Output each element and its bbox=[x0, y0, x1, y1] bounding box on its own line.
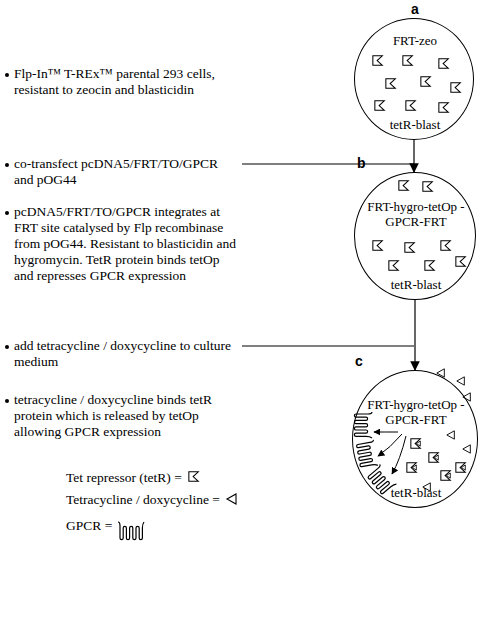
legend-symbol bbox=[186, 470, 202, 484]
expression-arrow bbox=[374, 432, 406, 474]
gene-construct: FRT-hygro-tetOp -GPCR-FRT bbox=[363, 199, 469, 229]
cell-circle: cFRT-hygro-tetOp -GPCR-FRTtetR-blast bbox=[352, 370, 478, 508]
step-arrow-line bbox=[242, 164, 414, 346]
gene-construct: tetR-blast bbox=[365, 117, 465, 132]
panel-letter: b bbox=[357, 155, 366, 171]
tetracycline bbox=[423, 369, 471, 491]
legend-row: Tet repressor (tetR) = bbox=[66, 470, 202, 486]
legend-text: Tet repressor (tetR) = bbox=[66, 470, 182, 485]
legend-row: Tetracycline / doxycycline = bbox=[66, 492, 240, 508]
tetr-protein bbox=[373, 56, 460, 112]
bullet-dot bbox=[5, 345, 9, 349]
gene-construct: tetR-blast bbox=[365, 485, 467, 500]
gene-construct: FRT-zeo bbox=[365, 33, 465, 48]
step-text: co-transfect pcDNA5/FRT/TO/GPCR and pOG4… bbox=[14, 156, 238, 188]
bullet-dot bbox=[5, 211, 9, 215]
step-text: tetracycline / doxycycline binds tetR pr… bbox=[14, 392, 238, 440]
gene-construct: tetR-blast bbox=[365, 277, 467, 292]
step-text: add tetracycline / doxycycline to cultur… bbox=[14, 338, 238, 370]
step-connector bbox=[414, 300, 415, 370]
bullet-dot bbox=[5, 399, 9, 403]
gene-construct: FRT-hygro-tetOp -GPCR-FRT bbox=[363, 397, 469, 427]
step-text: Flp-In™ T-REx™ parental 293 cells, resis… bbox=[14, 66, 238, 98]
panel-letter: a bbox=[411, 1, 419, 17]
step-connector bbox=[413, 140, 414, 172]
cell-circle: bFRT-hygro-tetOp -GPCR-FRTtetR-blast bbox=[354, 172, 476, 300]
panel-letter: c bbox=[355, 353, 363, 369]
cell-circle: aFRT-zeotetR-blast bbox=[354, 18, 474, 140]
legend-text: GPCR = bbox=[66, 518, 112, 533]
legend-symbol bbox=[224, 492, 240, 506]
legend-symbol bbox=[116, 514, 146, 544]
step-text: pcDNA5/FRT/TO/GPCR integrates at FRT sit… bbox=[14, 204, 238, 284]
legend-text: Tetracycline / doxycycline = bbox=[66, 492, 220, 507]
bullet-dot bbox=[5, 163, 9, 167]
bound-tetr bbox=[407, 439, 465, 480]
bullet-dot bbox=[5, 73, 9, 77]
legend-row: GPCR = bbox=[66, 514, 146, 544]
